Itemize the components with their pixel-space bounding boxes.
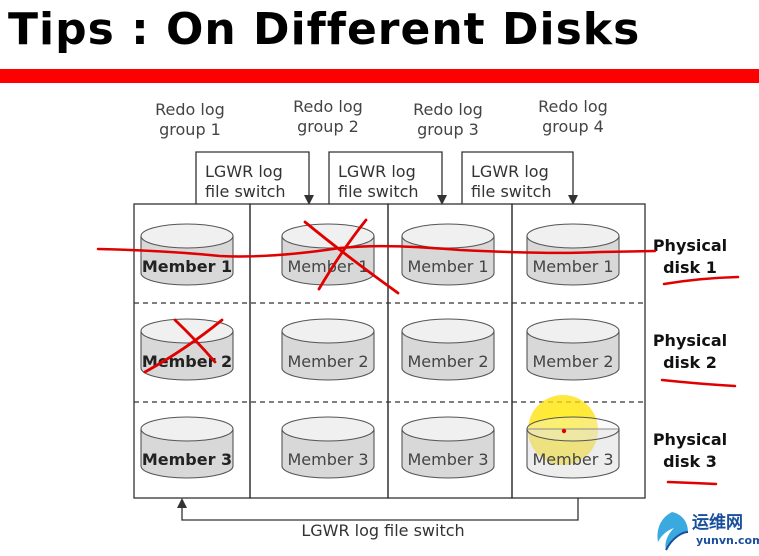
group-label-line1: Redo log	[413, 100, 483, 119]
watermark-logo-icon	[657, 512, 689, 551]
cylinder-g3-m3: Member 3	[401, 416, 495, 479]
disk-label-1: Physical disk 1	[653, 236, 727, 277]
watermark: 运维网 yunvn.com	[652, 506, 759, 554]
cylinder-g4-m1: Member 1	[526, 223, 620, 286]
group-label-line1: Redo log	[293, 97, 363, 116]
switch-arrow-2	[328, 151, 447, 205]
switch-label-line2: file switch	[338, 182, 419, 201]
cylinder-g2-m3: Member 3	[281, 416, 375, 479]
group-label-1: Redo log group 1	[155, 100, 225, 139]
member-label: Member 1	[407, 257, 488, 276]
group-label-line2: group 2	[297, 117, 359, 136]
group-label-line2: group 4	[542, 117, 604, 136]
disk-label-2: Physical disk 2	[653, 331, 727, 372]
cylinder-g4-m2: Member 2	[526, 318, 620, 381]
disk3-underline-mark	[666, 480, 718, 486]
disk-label-line2: disk 1	[663, 258, 717, 277]
disk1-strike-mark	[96, 244, 657, 258]
disk2-underline-mark	[660, 378, 737, 388]
cylinder-g2-m2: Member 2	[281, 318, 375, 381]
member-label: Member 1	[142, 257, 232, 276]
cursor-dot	[561, 428, 567, 434]
member-label: Member 3	[532, 450, 613, 469]
bottom-switch-label: LGWR log file switch	[301, 521, 464, 540]
group-label-line1: Redo log	[538, 97, 608, 116]
cylinder-g1-m1: Member 1	[140, 223, 234, 286]
member-label: Member 1	[532, 257, 613, 276]
watermark-en: yunvn.com	[696, 534, 759, 547]
member-label: Member 3	[287, 450, 368, 469]
watermark-cn: 运维网	[692, 513, 743, 533]
disk-label-line1: Physical	[653, 430, 727, 449]
page-title: Tips : On Different Disks	[8, 4, 641, 55]
member-label: Member 3	[142, 450, 232, 469]
group-label-line2: group 3	[417, 120, 479, 139]
disk-label-line1: Physical	[653, 236, 727, 255]
member-label: Member 2	[287, 352, 368, 371]
disk-label-line1: Physical	[653, 331, 727, 350]
switch-label-line1: LGWR log	[205, 162, 283, 181]
member-label: Member 1	[287, 257, 368, 276]
cylinder-g3-m1: Member 1	[401, 223, 495, 286]
failed-member-x-mark	[143, 318, 224, 374]
group-label-line1: Redo log	[155, 100, 225, 119]
cylinder-g1-m3: Member 3	[140, 416, 234, 479]
member-label: Member 2	[407, 352, 488, 371]
cylinder-g3-m2: Member 2	[401, 318, 495, 381]
failed-member-x-mark	[303, 218, 400, 295]
switch-label-line1: LGWR log	[471, 162, 549, 181]
cylinder-g4-m3: Member 3	[526, 416, 620, 479]
group-label-line2: group 1	[159, 120, 221, 139]
member-label: Member 2	[532, 352, 613, 371]
group-label-4: Redo log group 4	[538, 97, 608, 136]
disk-label-line2: disk 2	[663, 353, 717, 372]
group-label-2: Redo log group 2	[293, 97, 363, 136]
switch-arrow-3	[461, 151, 578, 205]
switch-arrow-1	[195, 151, 314, 205]
member-label: Member 2	[142, 352, 232, 371]
switch-label-line2: file switch	[471, 182, 552, 201]
title-underline-bar	[0, 69, 759, 83]
cylinder-g1-m2: Member 2	[140, 318, 234, 381]
disk-label-3: Physical disk 3	[653, 430, 727, 471]
group-label-3: Redo log group 3	[413, 100, 483, 139]
bottom-switch-arrow	[177, 498, 579, 521]
switch-label-line1: LGWR log	[338, 162, 416, 181]
member-label: Member 3	[407, 450, 488, 469]
disk-label-line2: disk 3	[663, 452, 717, 471]
disk1-underline-mark	[662, 275, 740, 286]
switch-label-line2: file switch	[205, 182, 286, 201]
